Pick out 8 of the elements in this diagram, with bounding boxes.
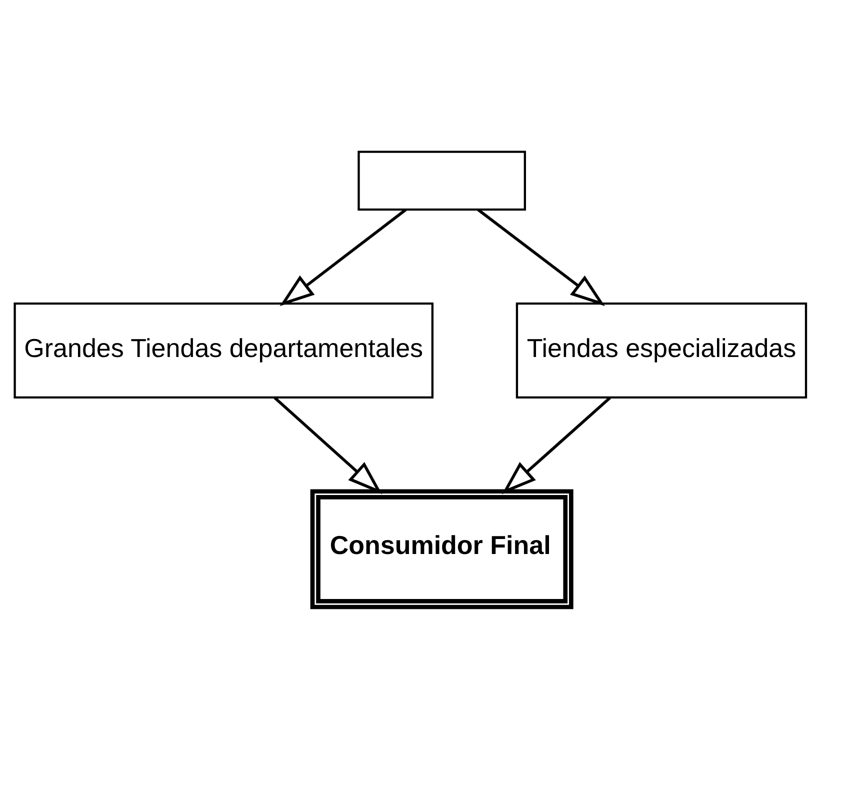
arrow xyxy=(279,208,406,306)
arrow xyxy=(476,208,605,306)
node-box: Consumidor Final xyxy=(310,488,573,609)
node-box: Tiendas especializadas xyxy=(515,302,807,398)
arrow xyxy=(273,396,382,494)
node-box: Grandes Tiendas departamentales xyxy=(13,302,434,398)
arrow xyxy=(501,396,610,494)
node-box xyxy=(357,150,526,210)
